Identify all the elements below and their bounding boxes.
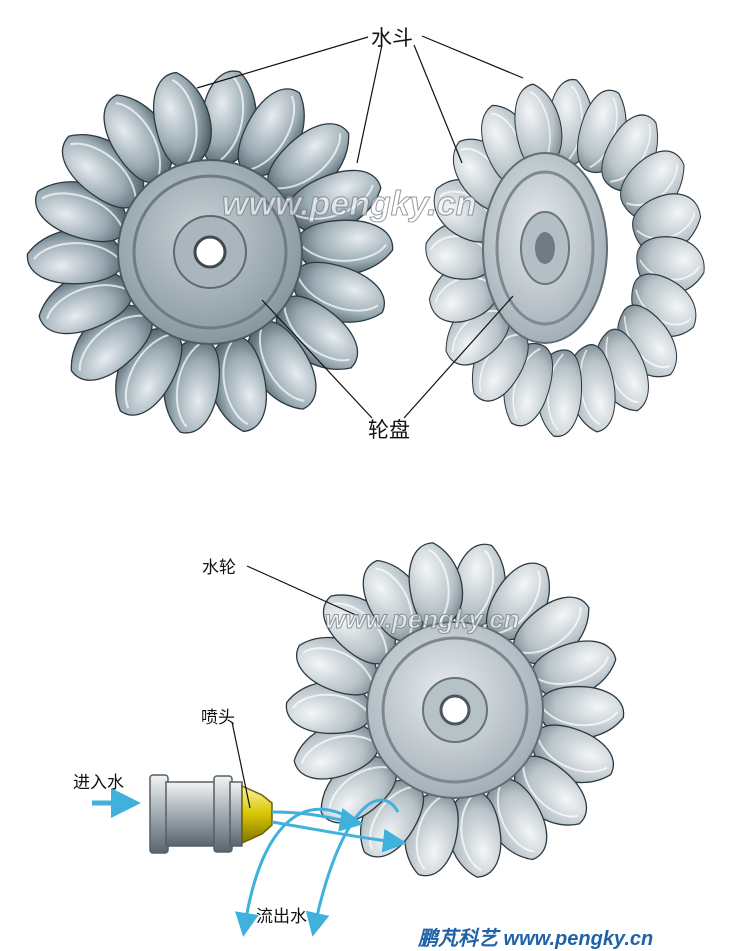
bucket [38,270,133,335]
water-out-curve-1 [235,807,351,937]
runner-working-view [285,542,625,878]
runner-front-disc [117,159,303,345]
water-flow [92,788,407,937]
runner-angled-disc [482,152,608,344]
label-bucket: 水斗 [371,26,413,50]
water-jet-2 [271,820,407,853]
label-water-in: 进入水 [73,773,124,793]
bucket [408,542,464,629]
bucket [208,335,267,433]
bucket [287,169,382,234]
leader-lines [196,35,524,809]
watermark-bottom: www.pengky.cn [325,604,520,634]
water-jet-1 [271,808,364,832]
label-water-out: 流出水 [256,907,307,927]
water-out-curve-2 [305,798,400,937]
label-nozzle: 喷头 [201,708,235,728]
runner-angled-view [425,79,705,437]
label-disc: 轮盘 [368,418,410,442]
nozzle [149,774,273,854]
watermark-top: www.pengky.cn [222,185,476,223]
bucket [297,219,394,276]
label-wheel: 水轮 [202,558,236,578]
bucket [531,640,617,699]
runner-front-view [26,70,394,434]
runner-working-disc [366,621,544,799]
bucket [153,71,212,169]
